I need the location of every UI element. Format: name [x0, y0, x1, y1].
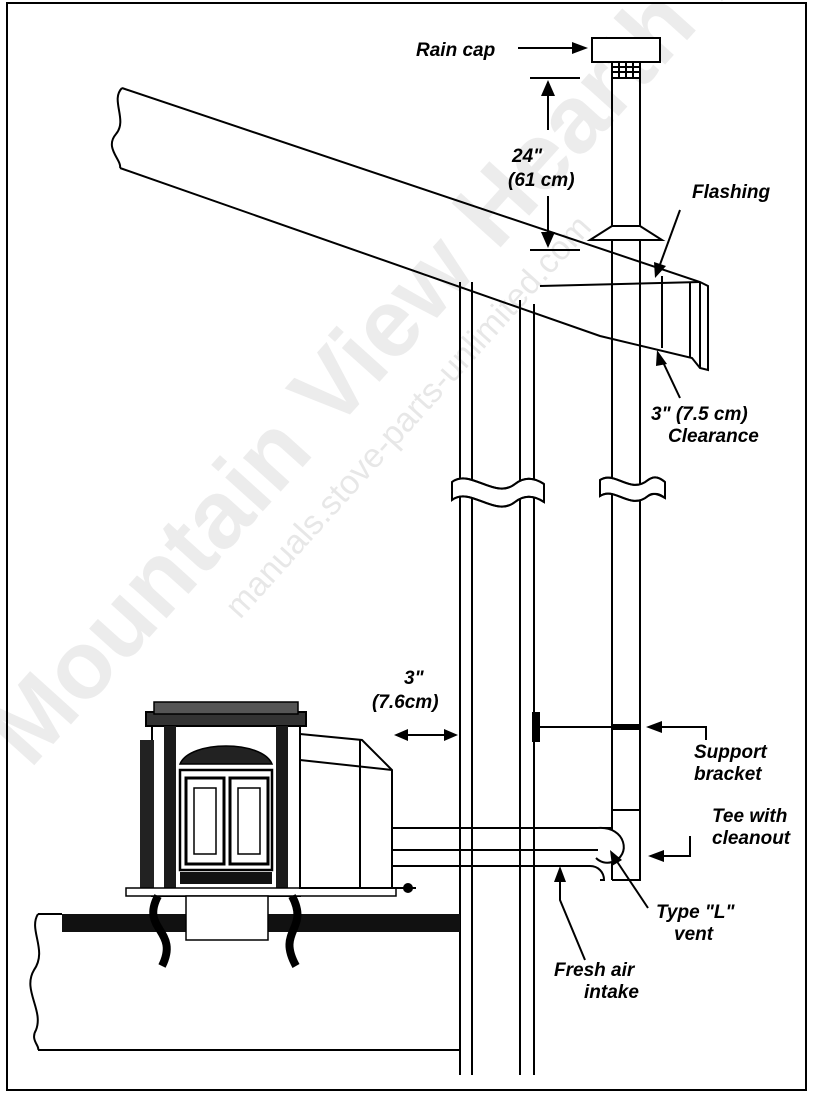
horizontal-vent: [392, 810, 641, 881]
height-in-label: 24": [511, 146, 543, 167]
wall-chase: [451, 282, 545, 1075]
rain-cap: [591, 37, 661, 63]
fresh-air-label-2: intake: [584, 982, 639, 1003]
clearance-label-2: Clearance: [668, 426, 759, 447]
fresh-air-label-1: Fresh air: [554, 960, 636, 981]
tee-label-1: Tee with: [712, 806, 787, 827]
brand-watermark: Mountain View Hearth P: [0, 0, 776, 784]
support-bracket-plate: [532, 712, 540, 742]
type-l-label-2: vent: [674, 924, 714, 945]
support-bracket-band: [612, 724, 640, 730]
roof: [110, 87, 709, 372]
support-bracket-label-2: bracket: [694, 764, 762, 785]
flashing-label: Flashing: [692, 182, 771, 203]
diagram-frame: [6, 2, 807, 1091]
leader-lines: [518, 42, 707, 961]
support-bracket-label-1: Support: [694, 742, 767, 763]
stove: [125, 701, 416, 968]
rain-cap-label: Rain cap: [416, 40, 495, 61]
gap-dimension: [394, 729, 458, 741]
height-dimension: [530, 77, 580, 251]
clearance-label-1: 3" (7.5 cm): [651, 404, 748, 425]
storm-collar: [586, 225, 666, 241]
gap-cm-label: (7.6cm): [372, 692, 439, 713]
type-l-label-1: Type "L": [656, 902, 736, 923]
gap-in-label: 3": [404, 668, 425, 689]
height-cm-label: (61 cm): [508, 170, 575, 191]
vent-pipe: [532, 37, 666, 880]
tee-label-2: cleanout: [712, 828, 791, 849]
